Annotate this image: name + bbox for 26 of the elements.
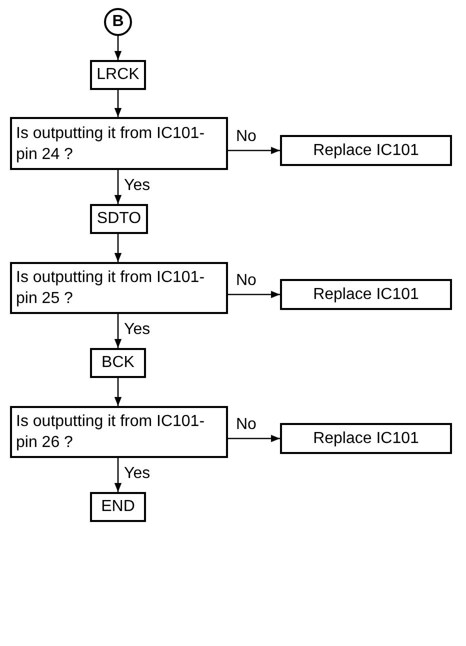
process-box: Replace IC101 — [280, 135, 452, 166]
arrow — [228, 434, 280, 442]
process-box: LRCK — [90, 60, 146, 90]
arrow — [114, 36, 122, 60]
process-box: BCK — [90, 348, 146, 378]
arrow — [114, 234, 122, 262]
arrow — [114, 170, 122, 204]
edge-label: No — [236, 126, 256, 146]
decision-box: Is outputting it from IC101-pin 25 ? — [10, 262, 228, 314]
edge-label: No — [236, 270, 256, 290]
edge-label: Yes — [124, 320, 150, 340]
decision-box: Is outputting it from IC101-pin 26 ? — [10, 406, 228, 458]
arrow — [228, 146, 280, 154]
edge-label: No — [236, 414, 256, 434]
process-box: Replace IC101 — [280, 279, 452, 310]
arrow — [114, 314, 122, 348]
edge-label: Yes — [124, 464, 150, 484]
arrow — [114, 378, 122, 406]
edge-label: Yes — [124, 176, 150, 196]
arrow — [228, 290, 280, 298]
process-box: SDTO — [90, 204, 148, 234]
process-box: END — [90, 492, 146, 522]
arrow — [114, 90, 122, 117]
process-box: Replace IC101 — [280, 423, 452, 454]
arrow — [114, 458, 122, 492]
decision-box: Is outputting it from IC101-pin 24 ? — [10, 117, 228, 170]
